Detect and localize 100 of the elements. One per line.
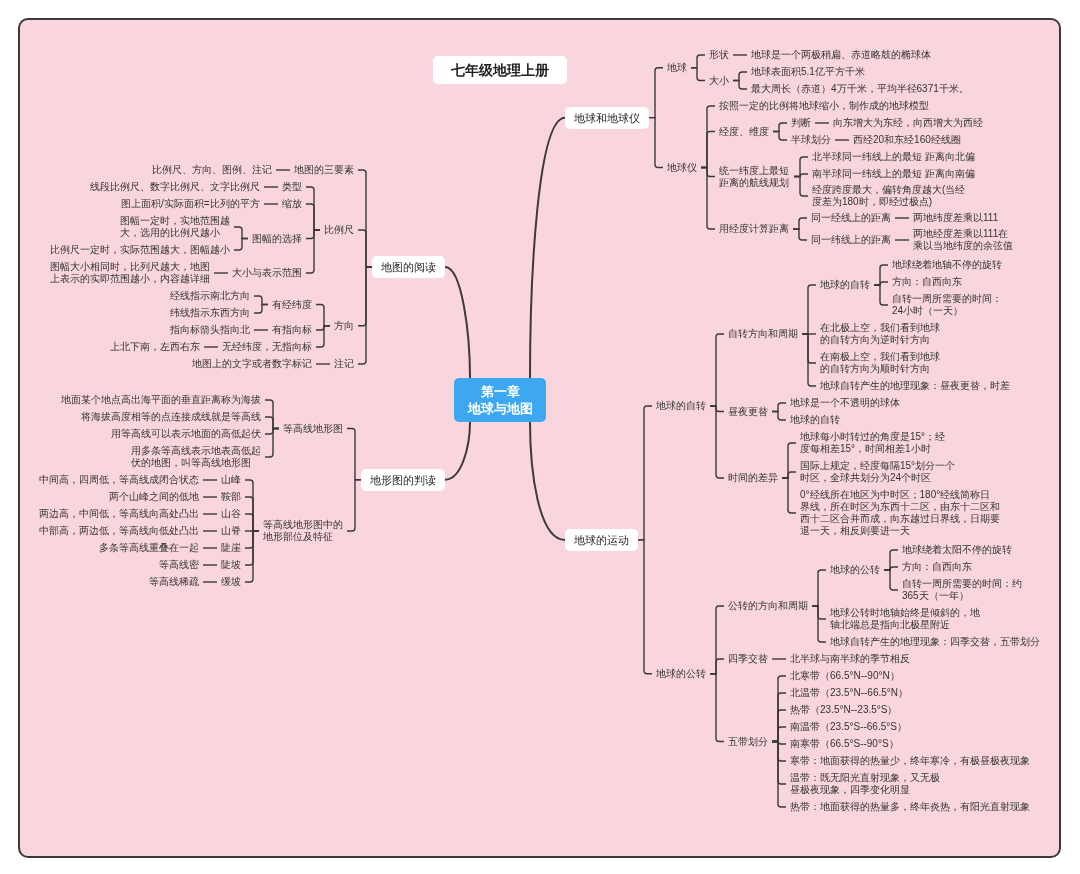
topic-text: 两地纬度差乘以111 xyxy=(909,212,1003,224)
topic-text: 两地经度差乘以111在乘以当地纬度的余弦值 xyxy=(909,228,1021,252)
topic-text: 图幅的选择 xyxy=(248,232,306,245)
topic-text: 地图上的文字或者数字标记 xyxy=(188,358,316,370)
topic-text: 地球绕着地轴不停的旋转 xyxy=(888,259,1006,271)
topic-text: 比例尺一定时，实际范围越大，图幅越小 xyxy=(46,244,234,256)
topic-text: 山峰 xyxy=(217,474,245,486)
topic-text: 自转一周所需要的时间：约365天（一年） xyxy=(898,578,1028,602)
connector-line xyxy=(202,564,218,566)
topic-text: 用经度计算距离 xyxy=(715,223,793,235)
connector-line xyxy=(793,175,809,197)
topic-text: 四季交替 xyxy=(724,653,772,665)
title: 七年级地理上册 xyxy=(433,56,567,84)
topic-text: 五带划分 xyxy=(724,735,772,748)
connector-line xyxy=(263,203,279,205)
topic-text: 地球的公转 xyxy=(652,667,710,680)
topic-text: 等高线地形图 xyxy=(279,422,347,435)
topic-text: 同一纬线上的距离 xyxy=(807,234,895,246)
topic-text: 地球仪 xyxy=(663,161,701,174)
topic-text: 无经纬度，无指向标 xyxy=(218,341,316,353)
topic-text: 自转一周所需要的时间：24小时（一天） xyxy=(888,293,1016,317)
topic-text: 图上面积/实际面积=比列的平方 xyxy=(117,198,264,210)
topic-text: 温带：既无阳光直射现象，又无极昼极夜现象，四季变化明显 xyxy=(786,772,944,796)
topic-text: 山谷 xyxy=(217,508,245,520)
topic-text: 地球自转产生的地理现象：昼夜更替，时差 xyxy=(816,380,1014,392)
connector-line xyxy=(894,239,910,241)
connector-line xyxy=(873,284,889,306)
connector-line xyxy=(264,427,280,458)
connector-line xyxy=(202,581,218,583)
branch-box: 地图的阅读 xyxy=(372,256,445,278)
topic-text: 中间高，四周低，等高线成闭合状态 xyxy=(35,474,203,486)
topic-text: 地球自转产生的地理现象：四季交替，五带划分 xyxy=(826,636,1044,648)
connector-line xyxy=(202,479,218,481)
topic-text: 时间的差异 xyxy=(724,472,782,484)
topic-text: 注记 xyxy=(330,358,358,370)
topic-text: 线段比例尺、数字比例尺、文字比例尺 xyxy=(86,181,264,193)
connector-line xyxy=(814,122,830,124)
topic-text: 比例尺 xyxy=(320,224,358,236)
topic-text: 南寒带（66.5°S--90°S） xyxy=(786,738,903,750)
topic-text: 经线指示南北方向 xyxy=(166,290,254,302)
connector-line xyxy=(883,569,899,591)
connector-line xyxy=(771,740,787,808)
topic-text: 经度、维度 xyxy=(715,125,773,138)
curved-connector xyxy=(444,266,471,379)
topic-text: 纬线指示东西方向 xyxy=(166,307,254,319)
topic-text: 大小与表示范围 xyxy=(228,267,306,279)
topic-text: 山脊 xyxy=(217,525,245,537)
topic-text: 多条等高线重叠在一起 xyxy=(95,542,203,554)
topic-text: 经度跨度最大，偏转角度越大(当经度差为180时，即经过极点) xyxy=(808,184,978,208)
topic-text: 中部高，两边低，等高线向低处凸出 xyxy=(35,525,203,537)
topic-text: 西经20和东经160经线圈 xyxy=(849,134,965,146)
topic-text: 地球的自转 xyxy=(816,279,874,291)
connector-line xyxy=(213,272,229,274)
connector-line xyxy=(315,325,331,348)
connector-line xyxy=(690,67,706,82)
topic-text: 类型 xyxy=(278,181,306,193)
topic-text: 国际上规定，经度每隔15°划分一个时区，全球共划分为24个时区 xyxy=(796,460,964,484)
chapter-title: 地球与地图 xyxy=(467,400,533,417)
topic-text: 判断 xyxy=(787,117,815,129)
curved-connector xyxy=(529,116,566,379)
topic-text: 地图的三要素 xyxy=(290,164,358,176)
topic-text: 昼夜更替 xyxy=(724,405,772,418)
topic-text: 有经纬度 xyxy=(268,298,316,311)
topic-text: 陡崖 xyxy=(217,542,245,554)
topic-text: 在南极上空，我们看到地球的自转方向为顺时针方向 xyxy=(816,351,944,375)
topic-text: 地球的自转 xyxy=(652,400,710,412)
topic-text: 地球是一个两极稍扁、赤道略鼓的椭球体 xyxy=(747,49,935,61)
topic-text: 上北下南，左西右东 xyxy=(106,341,204,353)
topic-text: 地球的自转 xyxy=(786,414,844,426)
topic-text: 热带（23.5°N--23.5°S） xyxy=(786,704,902,716)
topic-text: 两个山峰之间的低地 xyxy=(105,491,203,503)
topic-text: 南半球同一纬线上的最短 距离向南偏 xyxy=(808,168,979,180)
connector-line xyxy=(233,237,249,251)
chapter-label: 第一章 xyxy=(480,383,520,400)
curved-connector xyxy=(444,421,471,481)
topic-text: 图幅大小相同时，比列尺越大，地图上表示的实即范围越小，内容越详细 xyxy=(46,261,214,285)
connector-line xyxy=(253,329,269,331)
topic-text: 最大周长（赤道）4万千米，平均半径6371千米。 xyxy=(747,83,973,95)
topic-text: 地球每小时转过的角度是15°；经度每相差15°，时间相差1小时 xyxy=(796,431,954,455)
topic-text: 比例尺、方向、图例、注记 xyxy=(148,164,276,176)
connector-line xyxy=(834,139,850,141)
connector-line xyxy=(202,496,218,498)
connector-line xyxy=(771,410,787,421)
connector-line xyxy=(771,658,787,660)
connector-line xyxy=(253,303,269,314)
topic-text: 向东增大为东经，向西增大为西经 xyxy=(829,117,987,129)
topic-text: 方向：自西向东 xyxy=(888,276,966,288)
topic-text: 用等高线可以表示地面的高低起伏 xyxy=(107,428,265,440)
topic-text: 等高线稀疏 xyxy=(145,576,203,588)
curved-connector xyxy=(529,421,566,541)
connector-line xyxy=(203,346,219,348)
topic-text: 等高线密 xyxy=(155,559,203,571)
branch-box: 地球和地球仪 xyxy=(565,106,649,129)
topic-text: 南温带（23.5°S--66.5°S） xyxy=(786,721,911,733)
topic-text: 按照一定的比例将地球缩小，制作成的地球模型 xyxy=(715,100,933,112)
topic-text: 北温带（23.5°N--66.5°N） xyxy=(786,687,913,699)
connector-line xyxy=(244,530,260,583)
topic-text: 方向 xyxy=(330,319,358,332)
branch-box: 地形图的判读 xyxy=(361,468,445,491)
connector-line xyxy=(202,530,218,532)
